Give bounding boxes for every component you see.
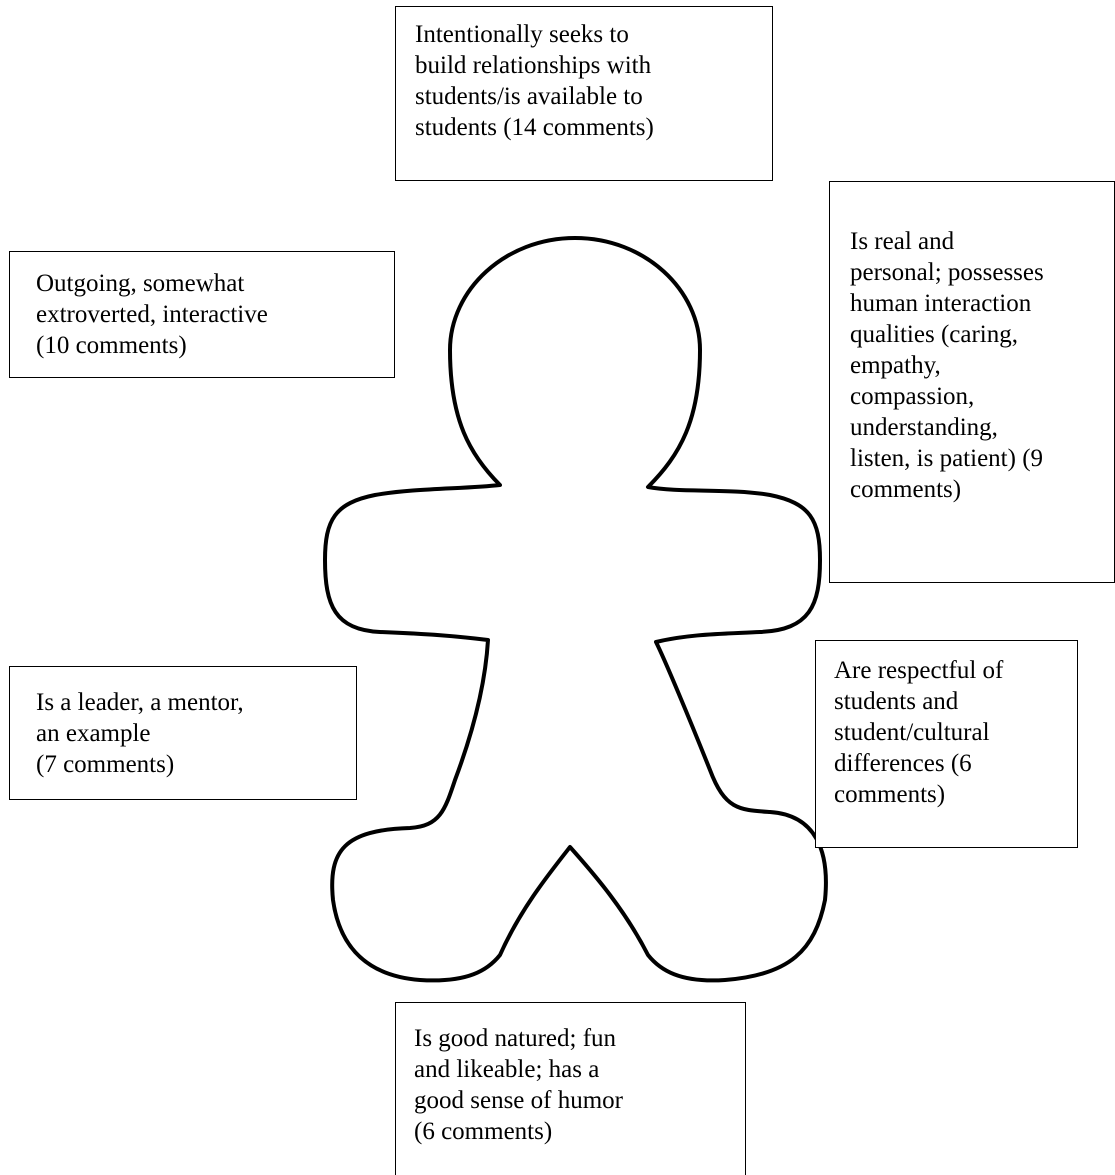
figure-body-outline xyxy=(323,236,828,983)
label-box-top: Intentionally seeks to build relationshi… xyxy=(395,6,773,181)
label-box-lower-right: Are respectful of students and student/c… xyxy=(815,640,1078,848)
label-box-upper-left: Outgoing, somewhat extroverted, interact… xyxy=(9,251,395,378)
label-box-upper-right: Is real and personal; possesses human in… xyxy=(829,181,1115,583)
label-box-bottom: Is good natured; fun and likeable; has a… xyxy=(395,1002,746,1175)
label-box-lower-left: Is a leader, a mentor, an example (7 com… xyxy=(9,666,357,800)
